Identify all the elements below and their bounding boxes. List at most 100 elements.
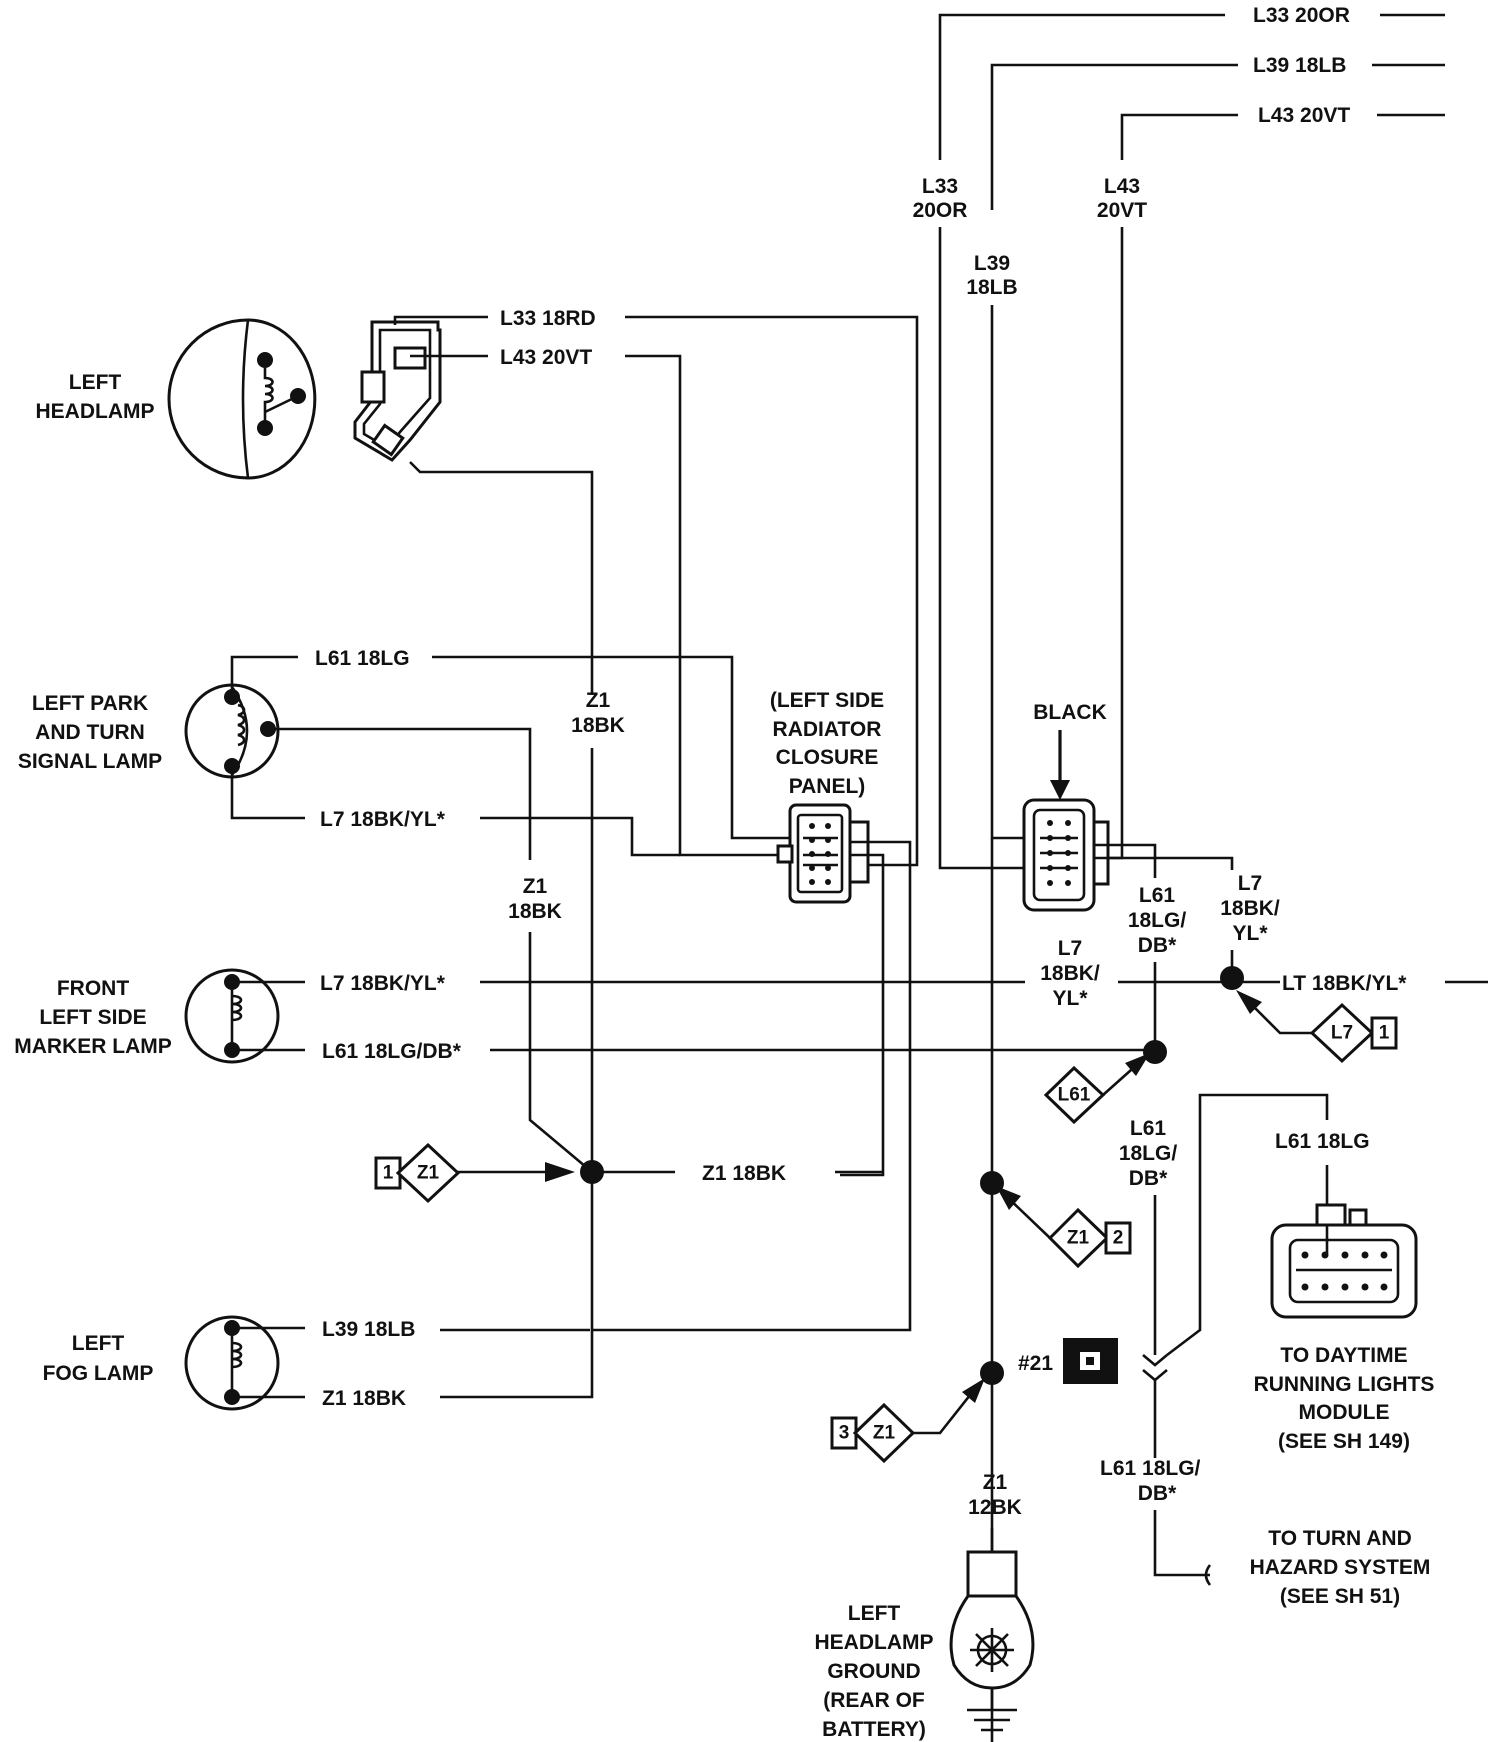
wire-label-l33-18rd: L33 18RD — [500, 307, 596, 330]
svg-text:2: 2 — [1113, 1228, 1124, 1249]
wire-label-l43-vert-1: L43 — [1104, 175, 1140, 198]
wire-label-l39-vert-1: L39 — [974, 252, 1010, 275]
splice-l7 — [1220, 966, 1244, 990]
wire-label-l43-20vt-top: L43 20VT — [1258, 104, 1350, 127]
drl-module-label: TO DAYTIME RUNNING LIGHTS MODULE (SEE SH… — [1254, 1344, 1435, 1453]
svg-text:BATTERY): BATTERY) — [822, 1718, 926, 1741]
z1-splice-left: Z1 18BK — [455, 1160, 883, 1395]
headlamp-ground — [949, 1528, 1035, 1732]
svg-text:LEFT: LEFT — [72, 1332, 125, 1355]
wire-label-l33-vert-1: L33 — [922, 175, 958, 198]
wire-label-l39-fog: L39 18LB — [322, 1318, 415, 1341]
svg-text:Z1: Z1 — [1067, 1228, 1090, 1249]
park-lamp-wires: L61 18LG L7 18BK/YL* Z1 18BK — [230, 647, 790, 1173]
radiator-panel-label: (LEFT SIDE RADIATOR CLOSURE PANEL) — [770, 689, 884, 798]
svg-text:3: 3 — [839, 1423, 850, 1444]
splice-tag-z1-2: Z1 2 — [996, 1186, 1132, 1269]
wire-label-l61-18lg-park: L61 18LG — [315, 647, 410, 670]
svg-text:MODULE: MODULE — [1299, 1401, 1390, 1424]
drl-module-connector — [1270, 1203, 1418, 1319]
svg-text:(SEE SH 51): (SEE SH 51) — [1280, 1585, 1400, 1608]
left-fog-label: LEFT FOG LAMP — [43, 1332, 154, 1385]
left-headlamp-label: LEFT HEADLAMP — [36, 371, 155, 423]
svg-text:18BK/: 18BK/ — [1040, 962, 1100, 985]
wire-label-z1-fog: Z1 18BK — [322, 1387, 406, 1410]
svg-text:1: 1 — [383, 1163, 394, 1184]
svg-text:LEFT: LEFT — [848, 1602, 901, 1625]
fuse-21: #21 — [1018, 1338, 1118, 1384]
svg-text:CLOSURE: CLOSURE — [776, 746, 879, 769]
svg-text:Z1: Z1 — [873, 1423, 896, 1444]
svg-text:LEFT PARK: LEFT PARK — [32, 692, 148, 715]
l61-lower-labels: L61 18LG/ DB* — [1119, 1117, 1178, 1190]
svg-text:Z1: Z1 — [417, 1163, 440, 1184]
wire-label-l39-18lb-top: L39 18LB — [1253, 54, 1346, 77]
headlamp-ground-label: LEFT HEADLAMP GROUND (REAR OF BATTERY) — [815, 1602, 934, 1741]
svg-text:HEADLAMP: HEADLAMP — [36, 400, 155, 423]
svg-text:L61: L61 — [1058, 1085, 1091, 1106]
wire-label-l61-marker: L61 18LG/DB* — [322, 1040, 462, 1063]
svg-text:12BK: 12BK — [968, 1496, 1022, 1519]
svg-text:GROUND: GROUND — [827, 1660, 920, 1683]
svg-text:HAZARD SYSTEM: HAZARD SYSTEM — [1250, 1556, 1431, 1579]
svg-text:DB*: DB* — [1129, 1167, 1168, 1190]
wire-label-l43-vert-2: 20VT — [1097, 199, 1147, 222]
svg-text:L61: L61 — [1139, 884, 1176, 907]
svg-text:RUNNING LIGHTS: RUNNING LIGHTS — [1254, 1373, 1435, 1396]
svg-text:L7: L7 — [1238, 872, 1263, 895]
svg-text:MARKER LAMP: MARKER LAMP — [14, 1035, 172, 1058]
wire-label-lt-18bk: LT 18BK/YL* — [1282, 972, 1407, 995]
wire-label-l7-marker: L7 18BK/YL* — [320, 972, 446, 995]
wire-label-l39-vert-2: 18LB — [966, 276, 1017, 299]
splice-tag-l61: L61 — [1043, 1053, 1150, 1125]
turn-hazard-label: TO TURN AND HAZARD SYSTEM (SEE SH 51) — [1250, 1527, 1431, 1608]
svg-text:DB*: DB* — [1138, 934, 1177, 957]
fuse-21-label: #21 — [1018, 1352, 1053, 1375]
svg-text:L61: L61 — [1130, 1117, 1167, 1140]
marker-lamp-wires: L7 18BK/YL* LT 18BK/YL* L61 18LG/DB* — [232, 972, 1488, 1063]
svg-text:18LG/: 18LG/ — [1128, 909, 1187, 932]
wire-label-z1-mid-2: 18BK — [508, 900, 562, 923]
black-connector-label: BLACK — [1033, 701, 1107, 724]
svg-text:AND TURN: AND TURN — [35, 721, 145, 744]
front-marker-label: FRONT LEFT SIDE MARKER LAMP — [14, 977, 172, 1058]
black-connector: BLACK — [1022, 701, 1110, 912]
headlamp-connector — [353, 320, 442, 462]
svg-text:18BK/: 18BK/ — [1220, 897, 1280, 920]
svg-text:(LEFT SIDE: (LEFT SIDE — [770, 689, 884, 712]
svg-text:FRONT: FRONT — [57, 977, 129, 1000]
fog-lamp-wires: L39 18LB Z1 18BK — [232, 1318, 594, 1410]
z1-splice-lower — [980, 1361, 1004, 1385]
svg-text:18LG/: 18LG/ — [1119, 1142, 1178, 1165]
radiator-panel-connector — [776, 803, 870, 904]
svg-text:TO TURN AND: TO TURN AND — [1268, 1527, 1412, 1550]
svg-text:PANEL): PANEL) — [789, 775, 866, 798]
svg-text:TO DAYTIME: TO DAYTIME — [1280, 1344, 1407, 1367]
wire-label-l33-20or-top: L33 20OR — [1253, 4, 1350, 27]
wire-label-l33-vert-2: 20OR — [913, 199, 968, 222]
front-left-side-marker-lamp — [184, 968, 280, 1064]
wire-label-l61-18lg-drl: L61 18LG — [1275, 1130, 1370, 1153]
svg-text:(SEE SH 149): (SEE SH 149) — [1278, 1430, 1410, 1453]
svg-text:L61 18LG/: L61 18LG/ — [1100, 1457, 1201, 1480]
wire-label-z1-mid-1: Z1 — [523, 875, 548, 898]
left-fog-lamp — [184, 1315, 280, 1411]
svg-text:FOG LAMP: FOG LAMP — [43, 1362, 154, 1385]
svg-text:L7: L7 — [1331, 1023, 1353, 1044]
svg-text:RADIATOR: RADIATOR — [773, 718, 882, 741]
svg-text:1: 1 — [1379, 1023, 1390, 1044]
svg-text:L7: L7 — [1058, 937, 1083, 960]
svg-text:LEFT: LEFT — [69, 371, 122, 394]
svg-text:DB*: DB* — [1138, 1482, 1177, 1505]
svg-text:(REAR OF: (REAR OF — [823, 1689, 925, 1712]
wire-label-z1-vert-2: 18BK — [571, 714, 625, 737]
wire-label-l7-park: L7 18BK/YL* — [320, 808, 446, 831]
svg-text:Z1: Z1 — [983, 1471, 1008, 1494]
svg-text:HEADLAMP: HEADLAMP — [815, 1631, 934, 1654]
svg-text:SIGNAL LAMP: SIGNAL LAMP — [18, 750, 162, 773]
black-connector-out-wires — [990, 838, 1234, 1742]
top-wire-bus: L33 20OR L39 18LB L43 20VT L33 20OR L43 … — [913, 4, 1445, 870]
svg-text:YL*: YL* — [1232, 922, 1268, 945]
radiator-out-wires — [592, 840, 912, 1332]
